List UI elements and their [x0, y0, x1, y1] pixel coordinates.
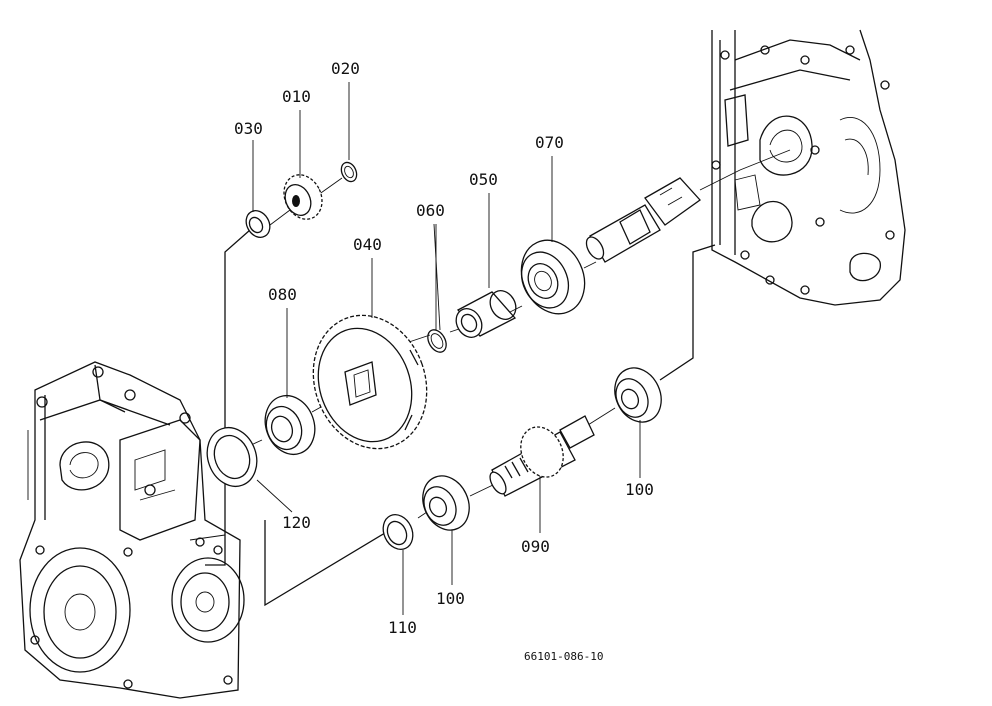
leader-lines [252, 82, 641, 615]
callout-010: 010 [282, 87, 311, 106]
upper-shaft [585, 177, 701, 263]
callout-080: 080 [268, 285, 297, 304]
callout-100-upper: 100 [625, 480, 654, 499]
part-100-bearing-lower [422, 475, 470, 531]
part-060-snap-ring [427, 329, 447, 353]
part-030-bushing [245, 210, 271, 238]
callout-020: 020 [331, 59, 360, 78]
transmission-case-left [19, 361, 245, 699]
part-090-pinion-shaft [489, 415, 595, 497]
part-010-small-gear [283, 174, 323, 220]
part-120-oil-seal [206, 426, 258, 488]
callout-090: 090 [521, 537, 550, 556]
transmission-case-right [711, 29, 906, 306]
part-050-sleeve [455, 290, 517, 338]
callout-070: 070 [535, 133, 564, 152]
callout-040: 040 [353, 235, 382, 254]
callout-050: 050 [469, 170, 498, 189]
part-040-large-gear [312, 314, 428, 450]
callout-labels: 030 010 020 040 050 060 070 080 090 100 … [234, 59, 654, 637]
part-110-oil-seal [382, 513, 414, 551]
callout-120: 120 [282, 513, 311, 532]
part-080-bearing [264, 394, 316, 456]
callout-100-lower: 100 [436, 589, 465, 608]
drawing-number: 66101-086-10 [524, 650, 603, 663]
part-020-snap-ring [340, 161, 358, 183]
part-070-bearing [520, 239, 586, 315]
part-100-bearing-upper [614, 367, 662, 423]
assembly-center-lines [205, 149, 791, 607]
callout-110: 110 [388, 618, 417, 637]
callout-030: 030 [234, 119, 263, 138]
callout-060: 060 [416, 201, 445, 220]
